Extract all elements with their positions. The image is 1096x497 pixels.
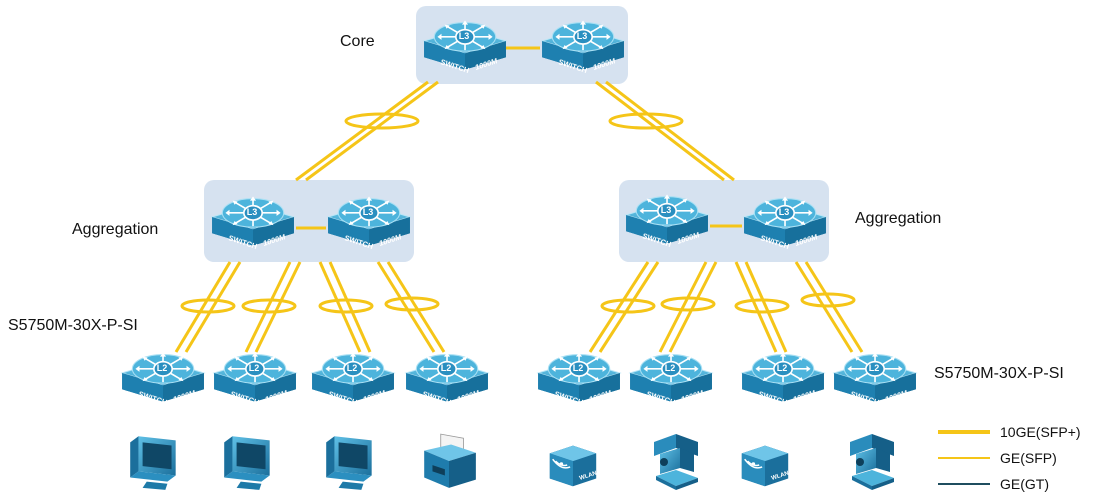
ap-icon: WLAN bbox=[741, 444, 790, 488]
access-switch-7: L2 SWITCH 1000M bbox=[741, 351, 825, 407]
access-switch-8: L2 SWITCH 1000M bbox=[833, 351, 917, 407]
printer-icon bbox=[423, 433, 477, 489]
access-switches: L2 SWITCH 1000M L2 SWITCH 1000M L2 SWITC… bbox=[121, 351, 917, 407]
model-right-label: S5750M-30X-P-SI bbox=[934, 365, 1064, 382]
link-agg-left-access bbox=[174, 261, 446, 353]
pc-icon bbox=[224, 436, 270, 490]
link-bundle-ring bbox=[608, 112, 684, 130]
switch-badge: L2 bbox=[157, 363, 168, 373]
aggregation-left-label: Aggregation bbox=[72, 221, 159, 238]
switch-badge: L3 bbox=[459, 31, 470, 41]
camera-icon bbox=[654, 434, 698, 490]
access-switch-1: L2 SWITCH 1000M bbox=[121, 351, 205, 407]
link-core-agg-left bbox=[295, 80, 439, 182]
pc-icon bbox=[130, 436, 176, 490]
access-switch-6: L2 SWITCH 1000M bbox=[629, 351, 713, 407]
legend-label-10ge-sfp-plus: 10GE(SFP+) bbox=[1000, 424, 1081, 440]
model-left-label: S5750M-30X-P-SI bbox=[8, 317, 138, 334]
bundle-rings-left bbox=[180, 296, 440, 314]
switch-badge: L2 bbox=[441, 363, 452, 373]
legend-label-ge-sfp: GE(SFP) bbox=[1000, 450, 1057, 466]
aggregation-right-label: Aggregation bbox=[855, 210, 942, 227]
ap-badge: WLAN bbox=[579, 471, 598, 482]
link-bundle-ring bbox=[344, 112, 420, 130]
switch-badge: L3 bbox=[247, 207, 258, 217]
switch-badge: L2 bbox=[573, 363, 584, 373]
ap-badge: WLAN bbox=[771, 471, 790, 482]
switch-badge: L2 bbox=[347, 363, 358, 373]
pc-icon bbox=[326, 436, 372, 490]
switch-badge: L3 bbox=[577, 31, 588, 41]
core-label: Core bbox=[340, 33, 375, 50]
access-switch-5: L2 SWITCH 1000M bbox=[537, 351, 621, 407]
access-switch-4: L2 SWITCH 1000M bbox=[405, 351, 489, 407]
agg-left-switch-2: L3 SWITCH 1000M bbox=[327, 195, 411, 251]
link-core-agg-right bbox=[595, 80, 735, 182]
legend-label-ge-gt: GE(GT) bbox=[1000, 476, 1049, 492]
switch-badge: L2 bbox=[869, 363, 880, 373]
access-switch-2: L2 SWITCH 1000M bbox=[213, 351, 297, 407]
access-switch-3: L2 SWITCH 1000M bbox=[311, 351, 395, 407]
ap-icon: WLAN bbox=[549, 444, 598, 488]
switch-badge: L3 bbox=[363, 207, 374, 217]
camera-icon bbox=[850, 434, 894, 490]
switch-badge: L2 bbox=[777, 363, 788, 373]
switch-badge: L3 bbox=[779, 207, 790, 217]
bundle-rings-right bbox=[600, 292, 856, 314]
switch-badge: L2 bbox=[249, 363, 260, 373]
switch-badge: L3 bbox=[661, 205, 672, 215]
switch-badge: L2 bbox=[665, 363, 676, 373]
